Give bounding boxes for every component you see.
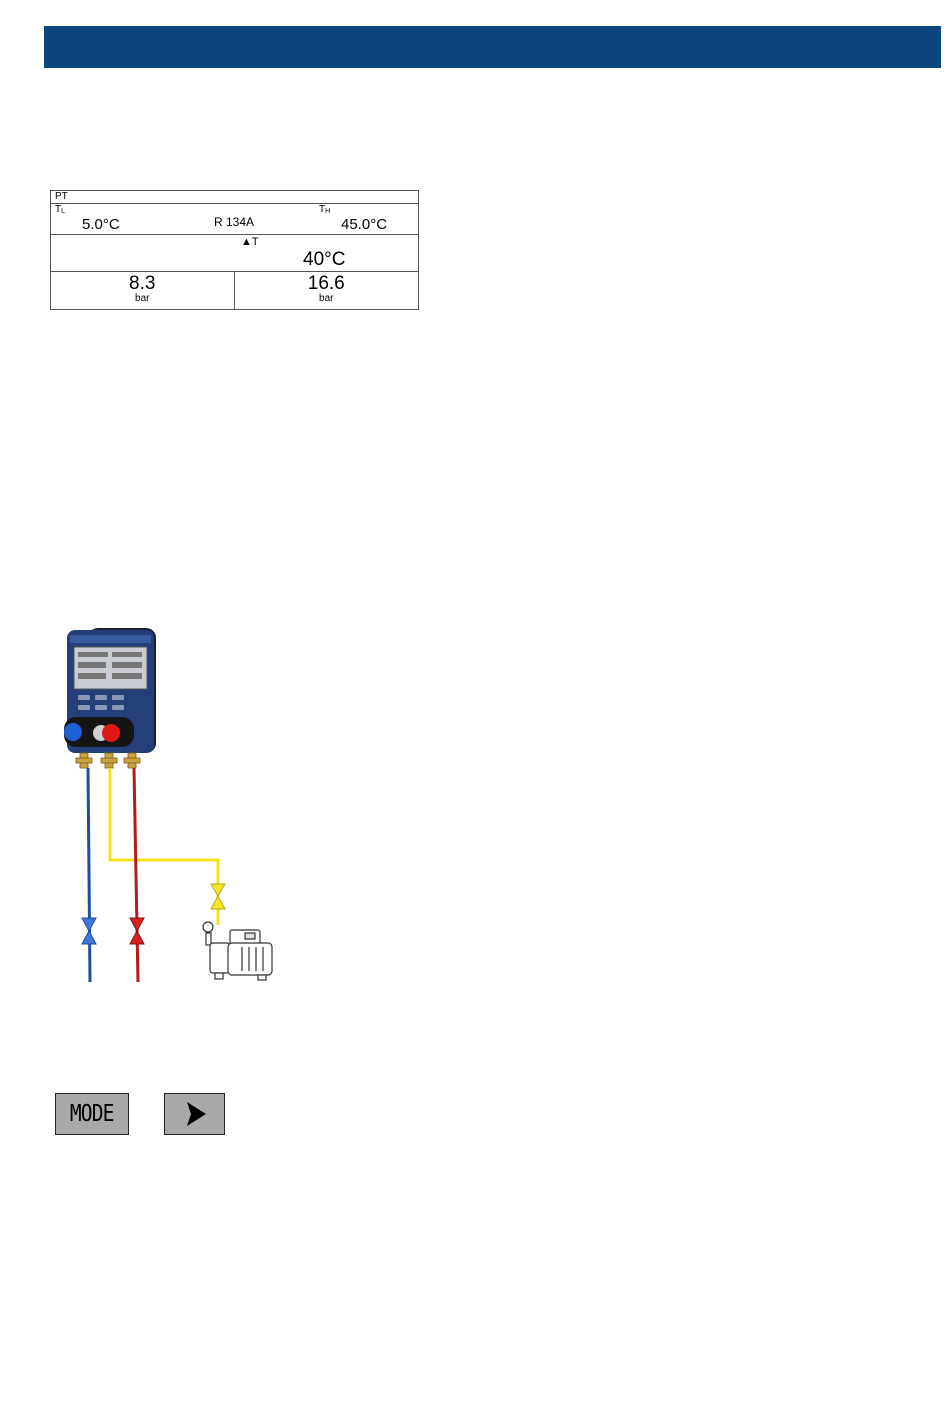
pt-title-row: PT: [51, 191, 418, 204]
mode-button[interactable]: MODE: [55, 1093, 129, 1135]
high-pressure-hose: [134, 768, 138, 982]
right-arrow-icon: [180, 1099, 210, 1129]
th-label: TH: [319, 204, 330, 215]
delta-t-value: 40°C: [303, 249, 345, 271]
temperature-row: TL TH 5.0°C R 134A 45.0°C: [51, 204, 418, 235]
low-pressure-cell: 8.3 bar: [51, 272, 235, 310]
low-pressure-hose: [88, 768, 90, 982]
service-hose: [110, 768, 218, 925]
header-bar: [44, 26, 941, 68]
delta-t-label: ▲T: [241, 236, 259, 248]
th-value: 45.0°C: [341, 216, 387, 233]
high-pressure-unit: bar: [235, 294, 419, 304]
delta-t-row: ▲T 40°C: [51, 235, 418, 272]
refrigerant-label: R 134A: [214, 215, 254, 229]
mode-button-label: MODE: [70, 1101, 114, 1127]
high-pressure-cell: 16.6 bar: [235, 272, 419, 310]
high-pressure-value: 16.6: [235, 274, 419, 294]
pressure-row: 8.3 bar 16.6 bar: [51, 272, 418, 310]
manifold-gauge-icon: [64, 628, 156, 753]
next-button[interactable]: [164, 1093, 225, 1135]
low-pressure-value: 8.3: [51, 274, 234, 294]
pt-display-table: PT TL TH 5.0°C R 134A 45.0°C ▲T 40°C 8.3…: [50, 190, 419, 310]
tl-value: 5.0°C: [82, 216, 120, 233]
low-pressure-unit: bar: [51, 294, 234, 304]
vacuum-pump-icon: [203, 922, 272, 980]
manifold-connection-diagram: [50, 625, 290, 995]
mode-label: PT: [55, 191, 68, 202]
fitting-icon: [76, 753, 140, 768]
valve-icon: [82, 884, 225, 944]
tl-label: TL: [55, 204, 65, 215]
